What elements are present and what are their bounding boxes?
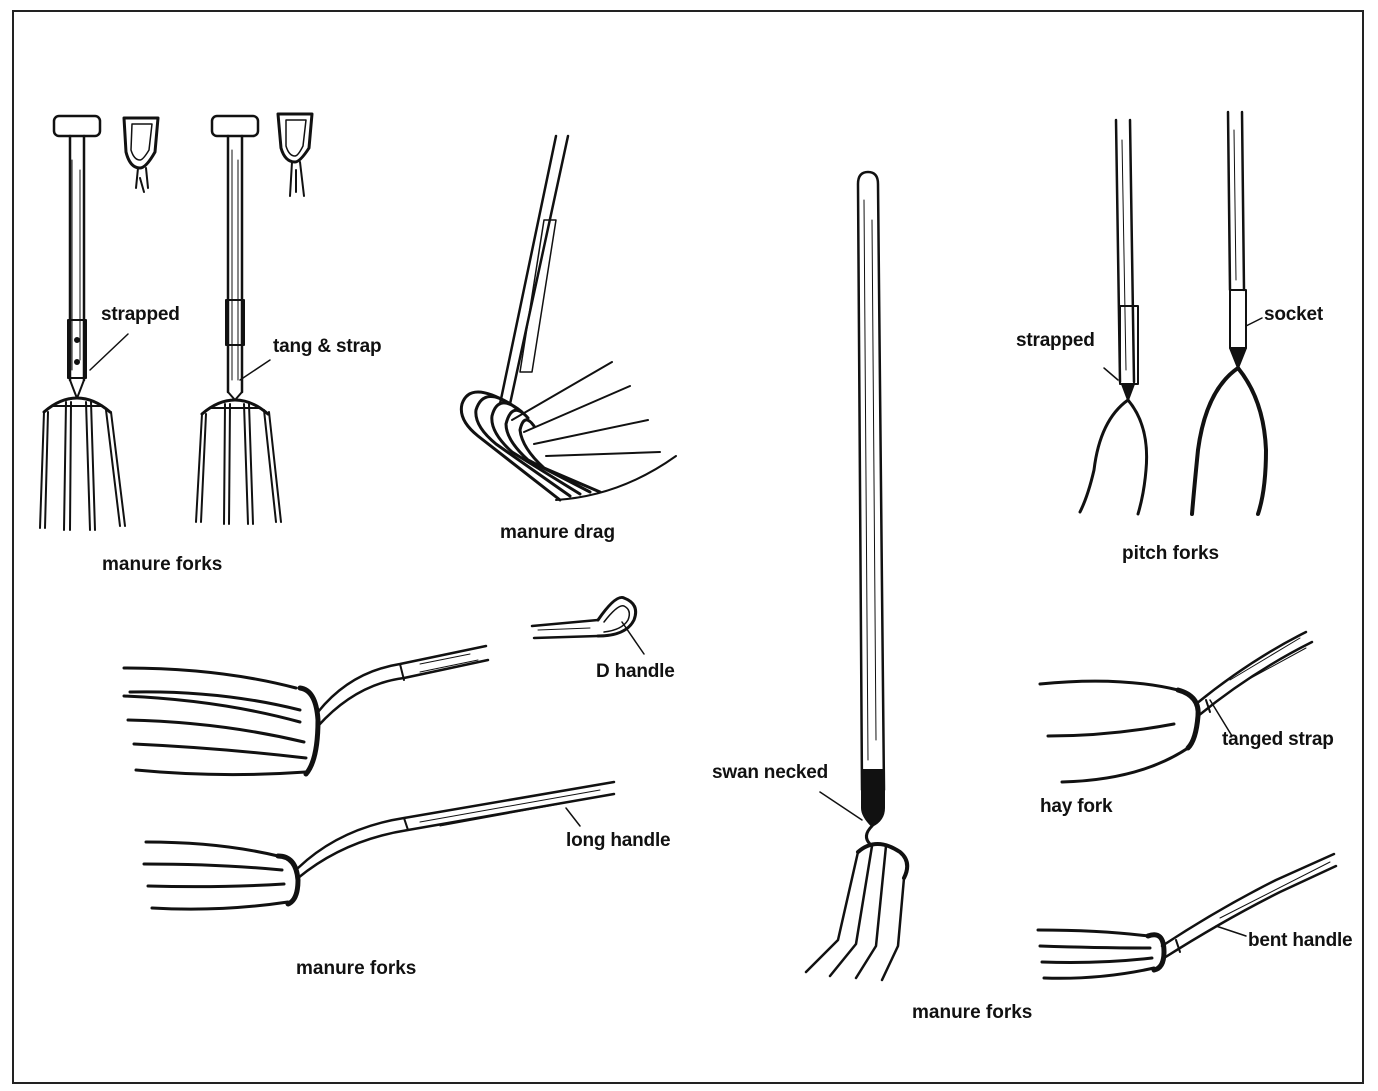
hay-fork [1040,632,1312,782]
leader-strapped-right [1104,368,1118,380]
leader-socket [1246,318,1262,326]
caption-pitch-forks: pitch forks [1122,543,1219,565]
leader-long-handle [566,808,580,826]
caption-manure-forks-top: manure forks [102,554,222,576]
label-swan-necked: swan necked [712,762,828,784]
manure-fork-bent-handle [1038,854,1336,978]
upright-manure-fork-tang-and-strap [196,116,281,524]
caption-manure-forks-middle: manure forks [296,958,416,980]
label-tang-and-strap: tang & strap [273,336,381,358]
caption-manure-forks-bottom: manure forks [912,1002,1032,1024]
leader-d-handle [622,622,644,654]
manure-fork-d-handle [124,646,488,775]
manure-fork-long-handle [144,782,614,909]
label-socket: socket [1264,304,1323,326]
label-strapped-right: strapped [1016,330,1095,352]
leader-bent-handle [1216,926,1246,936]
label-long-handle: long handle [566,830,670,852]
pitch-fork-strapped [1080,120,1147,514]
label-bent-handle: bent handle [1248,930,1352,952]
manure-fork-swan-necked [806,172,907,980]
pitch-fork-socket [1192,112,1266,514]
caption-manure-drag: manure drag [500,522,615,544]
d-handle-detail [124,118,158,192]
d-handle-detail [278,114,312,196]
d-handle-horizontal [532,597,644,654]
label-strapped-left: strapped [101,304,180,326]
manure-drag [461,136,676,500]
label-hay-fork: hay fork [1040,796,1112,818]
leader-strapped-left [90,334,128,370]
leader-tang-and-strap [240,360,270,380]
label-tanged-strap: tanged strap [1222,729,1334,751]
label-d-handle: D handle [596,661,675,683]
leader-swan-necked [820,792,862,820]
